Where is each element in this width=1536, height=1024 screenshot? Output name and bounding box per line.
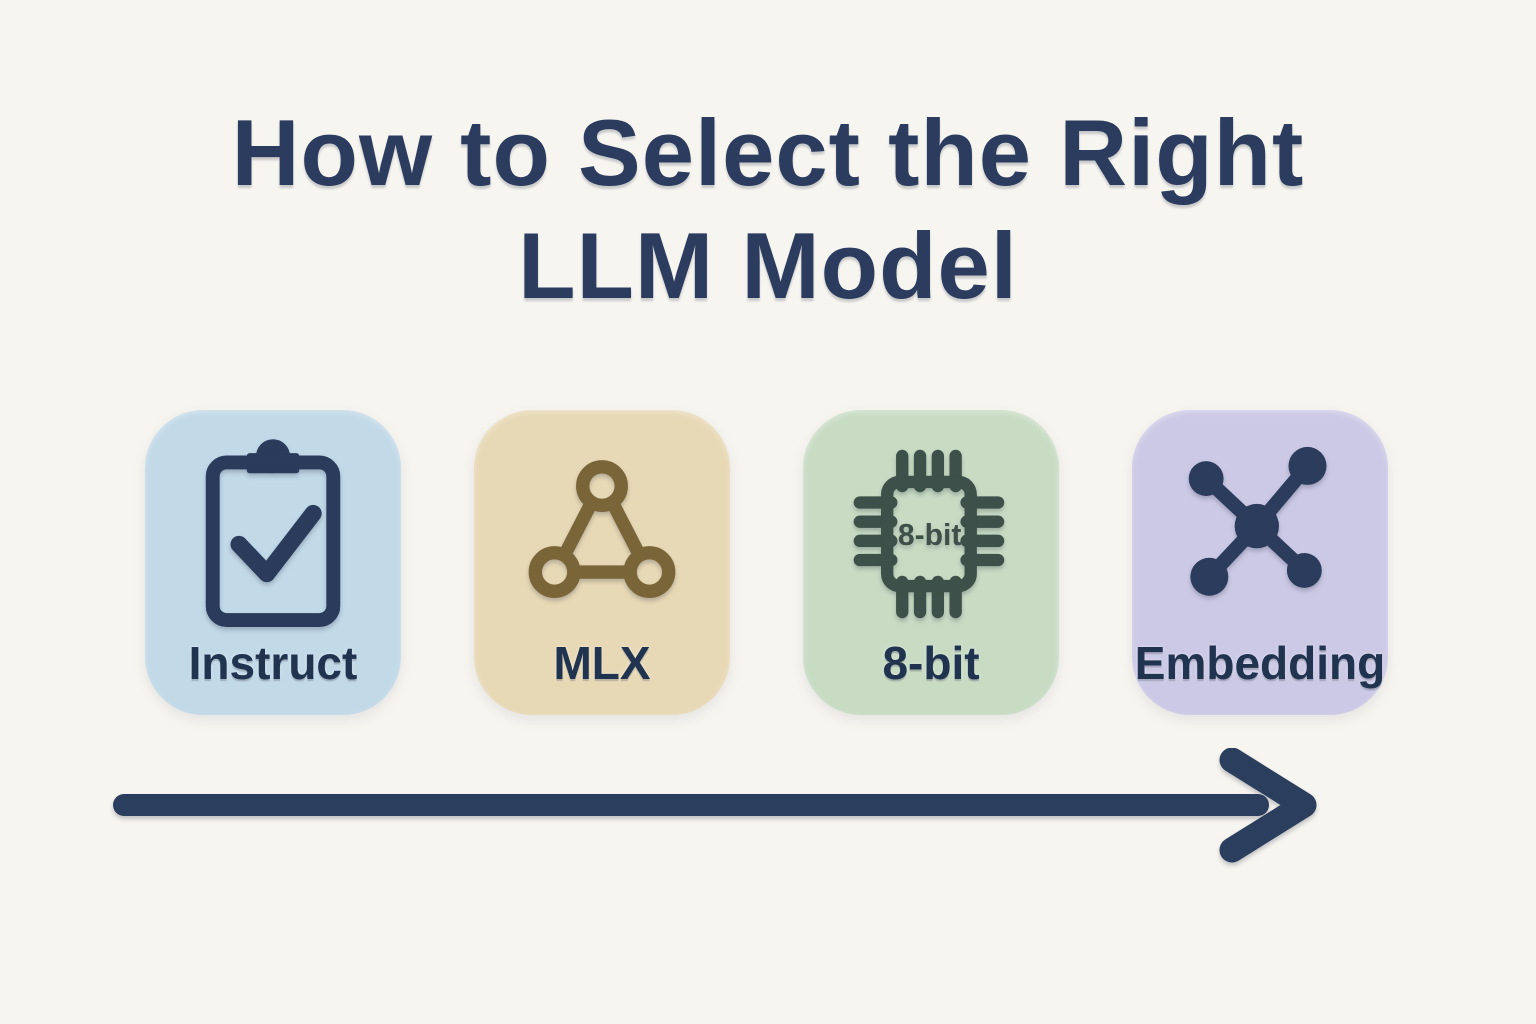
card-label-mlx: MLX bbox=[553, 637, 651, 689]
card-label-instruct: Instruct bbox=[188, 637, 358, 689]
page-title-line-1: How to Select the Right bbox=[231, 100, 1305, 205]
page-title-line-2: LLM Model bbox=[518, 213, 1018, 318]
card-8bit: 8-bit 8-bit bbox=[803, 410, 1059, 715]
triangle-network-icon bbox=[513, 430, 691, 637]
right-arrow-icon bbox=[113, 748, 1317, 863]
network-hub-icon bbox=[1165, 430, 1355, 637]
model-type-cards: Instruct MLX bbox=[145, 410, 1388, 715]
clipboard-check-icon bbox=[188, 430, 358, 637]
card-embedding: Embedding bbox=[1132, 410, 1388, 715]
chip-inner-text: 8-bit bbox=[898, 518, 962, 551]
page-title: How to Select the Right LLM Model bbox=[0, 96, 1536, 322]
card-instruct: Instruct bbox=[145, 410, 401, 715]
card-label-embedding: Embedding bbox=[1134, 637, 1386, 689]
card-label-8bit: 8-bit bbox=[882, 637, 980, 689]
chip-icon: 8-bit bbox=[842, 430, 1020, 637]
card-mlx: MLX bbox=[474, 410, 730, 715]
